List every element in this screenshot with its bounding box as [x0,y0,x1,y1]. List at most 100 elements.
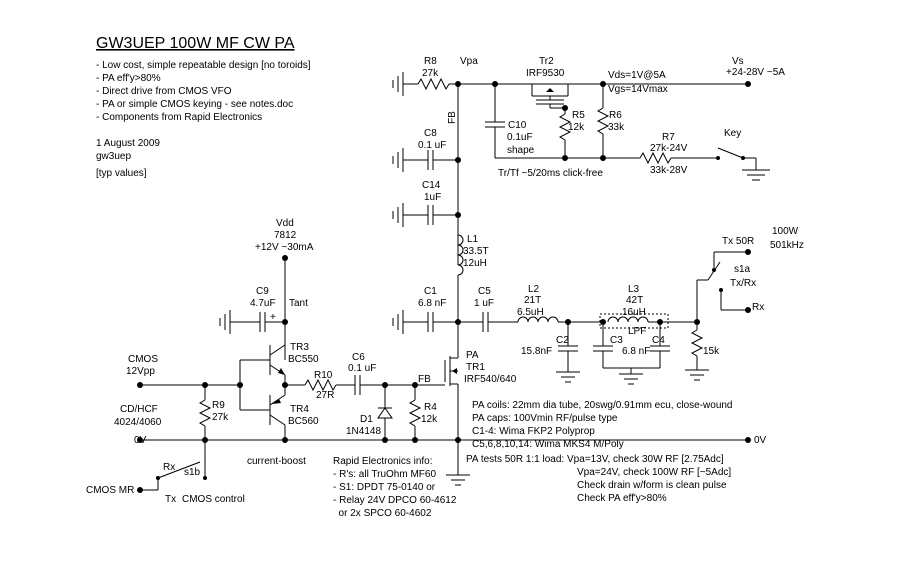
r4-resistor [408,399,422,427]
r8-value: 27k [422,68,439,79]
pa-info-line: C5,6,8,10,14: Wima MKS4 M/Poly [472,439,624,450]
c14-value: 1uF [424,192,441,203]
cmos-mr-label: CMOS MR [86,485,134,496]
r7-value-28v: 33k-28V [650,165,688,176]
s1a-label: s1a [734,264,751,275]
l1-value: 12uH [463,258,487,269]
schematic-title: GW3UEP 100W MF CW PA [96,35,295,52]
vdd-value: +12V ~30mA [255,242,314,253]
current-boost-label: current-boost [247,456,306,467]
test-line: Vpa=24V, check 100W RF [~5Adc] [577,467,731,478]
c5-label: C5 [478,286,491,297]
transition-note: Tr/Tf ~5/20ms click-free [498,168,603,179]
pa-info-line: PA coils: 22mm dia tube, 20swg/0.91mm ec… [472,400,733,411]
vpa-label: Vpa [460,56,478,67]
tr4-label: TR4 [290,404,309,415]
callsign-text: gw3uep [96,151,131,162]
tx-switch-label: Tx [165,494,176,505]
r9-label: R9 [212,400,225,411]
driver-section: Vdd 7812 +12V ~30mA C9 4.7uF Tant + TR3 … [86,218,767,505]
typ-values-text: [typ values] [96,168,147,179]
r5-resistor [558,113,572,141]
vds-note: Vds=1V@5A [608,70,666,81]
note-line: - PA or simple CMOS keying - see notes.d… [96,99,293,110]
l1-inductor [457,234,464,276]
r8-label: R8 [424,56,437,67]
r-15k-resistor [690,329,704,357]
r9-value: 27k [212,412,229,423]
keying-switch-section: Tr2 IRF9530 Vds=1V@5A Vgs=14Vmax Vs +24-… [485,56,785,181]
rapid-info-line: Rapid Electronics info: [333,456,433,467]
rx-switch-label: Rx [163,462,175,473]
rapid-info-line: - R's: all TruOhm MF60 [333,469,436,480]
pa-mosfet-section: PA TR1 IRF540/640 [444,322,517,486]
s1b-label: s1b [184,467,201,478]
note-line: - Components from Rapid Electronics [96,112,262,123]
r6-label: R6 [609,110,622,121]
test-line: Check drain w/form is clean pulse [577,480,727,491]
c1-value: 6.8 nF [418,298,446,309]
tr2-part: IRF9530 [526,68,565,79]
cmos-level: 12Vpp [126,366,155,377]
l3-label: L3 [628,284,640,295]
output-filter-section: C1 6.8 nF C5 1 uF L2 21T 6.5uH C2 15.8nF… [392,226,804,385]
r10-resistor [304,378,337,392]
pa-tests-info: PA tests 50R 1:1 load: Vpa=13V, check 30… [466,454,731,504]
l3-inductor [607,316,649,323]
pa-info-line: C1-4: Wima FKP2 Polyprop [472,426,595,437]
l2-inductor [517,316,559,323]
r9-resistor [198,399,212,427]
r5-label: R5 [572,110,585,121]
c8-value: 0.1 uF [418,140,446,151]
tr4-part: BC560 [288,416,319,427]
regulator-label: 7812 [274,230,297,241]
l2-value: 6.5uH [517,307,544,318]
pa-construction-info: PA coils: 22mm dia tube, 20swg/0.91mm ec… [472,400,733,450]
tr1-part: IRF540/640 [464,374,517,385]
c2-value: 15.8nF [521,346,552,357]
tx-50r-label: Tx 50R [722,236,754,247]
c10-value: 0.1uF [507,132,533,143]
vdd-label: Vdd [276,218,294,229]
c4-label: C4 [652,335,665,346]
vpa-supply-section: R8 27k Vpa FB C8 0.1 uF C14 1uF L1 33.5T… [392,56,751,350]
design-notes: - Low cost, simple repeatable design [no… [96,60,311,179]
r6-value: 33k [608,122,625,133]
r5-value: 12k [568,122,585,133]
key-label: Key [724,128,741,139]
rapid-electronics-info: Rapid Electronics info: - R's: all TruOh… [333,456,457,519]
txrx-label: Tx/Rx [730,278,756,289]
c3-value: 6.8 nF [622,346,650,357]
zero-volt-left-label: 0V [134,435,147,446]
r10-value: 27R [316,390,334,401]
r-15k-value: 15k [703,346,720,357]
pa-label: PA [466,350,479,361]
note-line: - Direct drive from CMOS VFO [96,86,232,97]
divider-part: 4024/4060 [114,417,162,428]
r7-value-24v: 27k-24V [650,143,688,154]
tantalum-note: Tant [289,298,308,309]
cmos-control-label: CMOS control [182,494,245,505]
c6-label: C6 [352,352,365,363]
tr2-label: Tr2 [539,56,554,67]
c14-label: C14 [422,180,441,191]
note-line: - Low cost, simple repeatable design [no… [96,60,311,71]
ferrite-bead-label: FB [447,111,458,124]
c9-value: 4.7uF [250,298,276,309]
note-line: - PA eff'y>80% [96,73,161,84]
c8-label: C8 [424,128,437,139]
lpf-box [599,313,669,329]
test-line: Check PA eff'y>80% [577,493,667,504]
r7-resistor [639,151,672,165]
r6-resistor [596,107,610,135]
tr3-part: BC550 [288,354,319,365]
rapid-info-line: - S1: DPDT 75-0140 or [333,482,436,493]
cmos-label: CMOS [128,354,158,365]
divider-label: CD/HCF [120,404,158,415]
l1-turns: 33.5T [463,246,489,257]
date-text: 1 August 2009 [96,138,160,149]
r4-label: R4 [424,402,437,413]
c5-value: 1 uF [474,298,494,309]
